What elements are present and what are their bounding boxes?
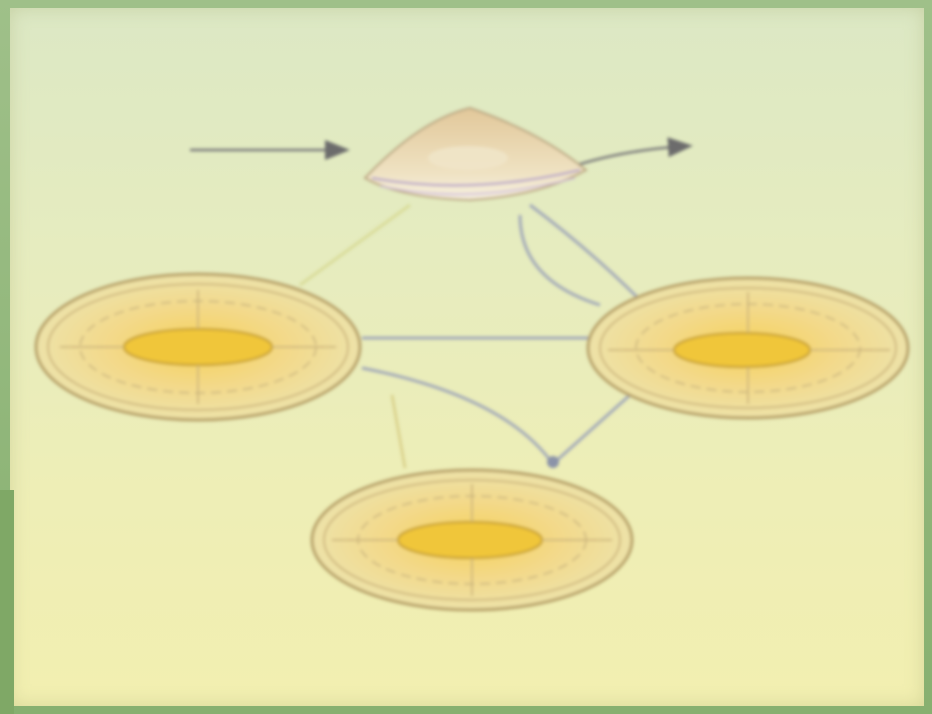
connector-right-bottom — [554, 393, 631, 464]
subsystem-left — [34, 272, 362, 422]
junction-node — [547, 456, 559, 468]
connector-left-bottom — [361, 366, 552, 461]
output-arrow — [567, 137, 693, 170]
subsystem-right — [586, 276, 910, 420]
connector-right-cone-inner — [518, 214, 601, 307]
connector-right-cone-outer — [529, 203, 642, 302]
left-edge-strip — [0, 490, 14, 714]
connector-cone-left — [299, 203, 411, 287]
center-cone — [363, 106, 588, 202]
subsystem-bottom — [310, 468, 634, 612]
connector-left-bottom-yellow — [390, 394, 407, 469]
